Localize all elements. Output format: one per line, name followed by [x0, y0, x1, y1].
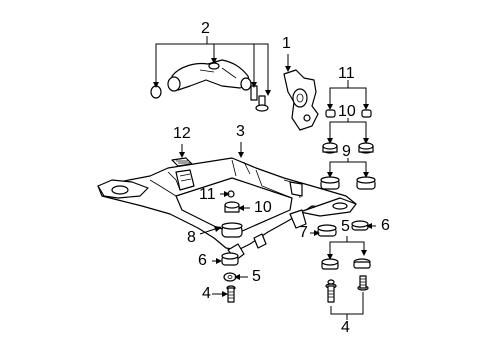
callout-6-right[interactable]: 6	[381, 217, 390, 234]
callout-10-right[interactable]: 10	[338, 103, 356, 120]
callout-2[interactable]: 2	[201, 20, 210, 37]
steering-knuckle[interactable]	[283, 69, 319, 131]
callout-6-left[interactable]: 6	[198, 252, 207, 269]
callout-9[interactable]: 9	[342, 143, 351, 160]
callout-7[interactable]: 7	[299, 224, 308, 241]
cap-nut-right-a[interactable]	[325, 109, 336, 118]
upper-insulator-right[interactable]	[317, 224, 337, 237]
callout-11-right[interactable]: 11	[338, 65, 355, 82]
cap-nut-right-b[interactable]	[361, 109, 372, 118]
callout-1[interactable]: 1	[282, 35, 291, 52]
callout-4-right[interactable]: 4	[341, 319, 350, 336]
bushing-spacer-right-a[interactable]	[322, 142, 338, 154]
lower-control-arm[interactable]	[167, 59, 252, 92]
lower-insulator-right[interactable]	[351, 220, 369, 231]
cradle-bushing-center[interactable]	[221, 222, 243, 238]
callout-10-center[interactable]: 10	[254, 199, 272, 216]
mount-bolt-right-b[interactable]	[357, 275, 369, 291]
lower-insulator-left[interactable]	[221, 252, 239, 266]
callout-5-right[interactable]: 5	[341, 218, 350, 235]
callout-3[interactable]: 3	[236, 123, 245, 140]
callout-4-left[interactable]: 4	[202, 285, 211, 302]
cradle-bushing-right-b[interactable]	[356, 176, 376, 190]
bushing-spacer-right-b[interactable]	[358, 142, 374, 154]
mount-bolt-right-a[interactable]	[325, 279, 337, 303]
cradle-bushing-right-a[interactable]	[320, 176, 340, 190]
retainer-washer-right-b[interactable]	[353, 258, 371, 269]
callout-8[interactable]: 8	[187, 229, 196, 246]
bushing-spacer-center[interactable]	[224, 201, 240, 213]
retainer-washer-right-a[interactable]	[321, 258, 339, 270]
callout-5-left[interactable]: 5	[252, 268, 261, 285]
callout-12[interactable]: 12	[173, 125, 191, 142]
callout-11-center[interactable]: 11	[199, 186, 216, 203]
control-arm-bolt[interactable]	[250, 85, 269, 112]
mount-bolt-left[interactable]	[226, 285, 236, 303]
